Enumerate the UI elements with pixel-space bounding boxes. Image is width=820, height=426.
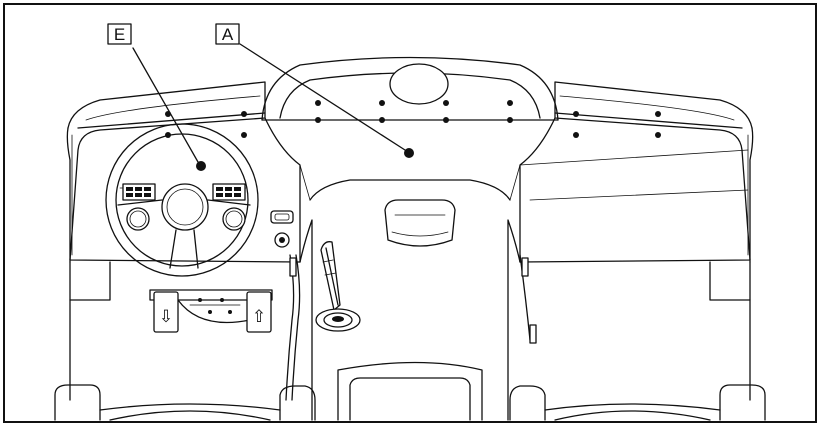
callout-e-label: E (114, 25, 125, 44)
joystick (315, 241, 361, 332)
callout-e: E (107, 23, 206, 171)
instrument-module-right (212, 183, 246, 201)
diagram-frame (3, 3, 817, 423)
lower-body (54, 261, 766, 421)
ignition-key (274, 232, 290, 248)
instrument-module-left (122, 183, 156, 201)
callout-a-label: A (222, 25, 234, 44)
toggle-switch (270, 210, 294, 224)
down-arrow-icon: ⇩ (159, 307, 173, 326)
steering-wheel (105, 123, 259, 277)
steering-hub (161, 183, 209, 231)
center-console-handle (384, 199, 456, 247)
left-pedal (153, 291, 179, 333)
dashboard-panel (66, 56, 754, 421)
pedal-assembly (149, 289, 273, 324)
top-dome (389, 63, 449, 105)
right-pedal (246, 291, 272, 333)
up-arrow-icon: ⇧ (252, 307, 266, 326)
callout-a: A (215, 23, 414, 158)
